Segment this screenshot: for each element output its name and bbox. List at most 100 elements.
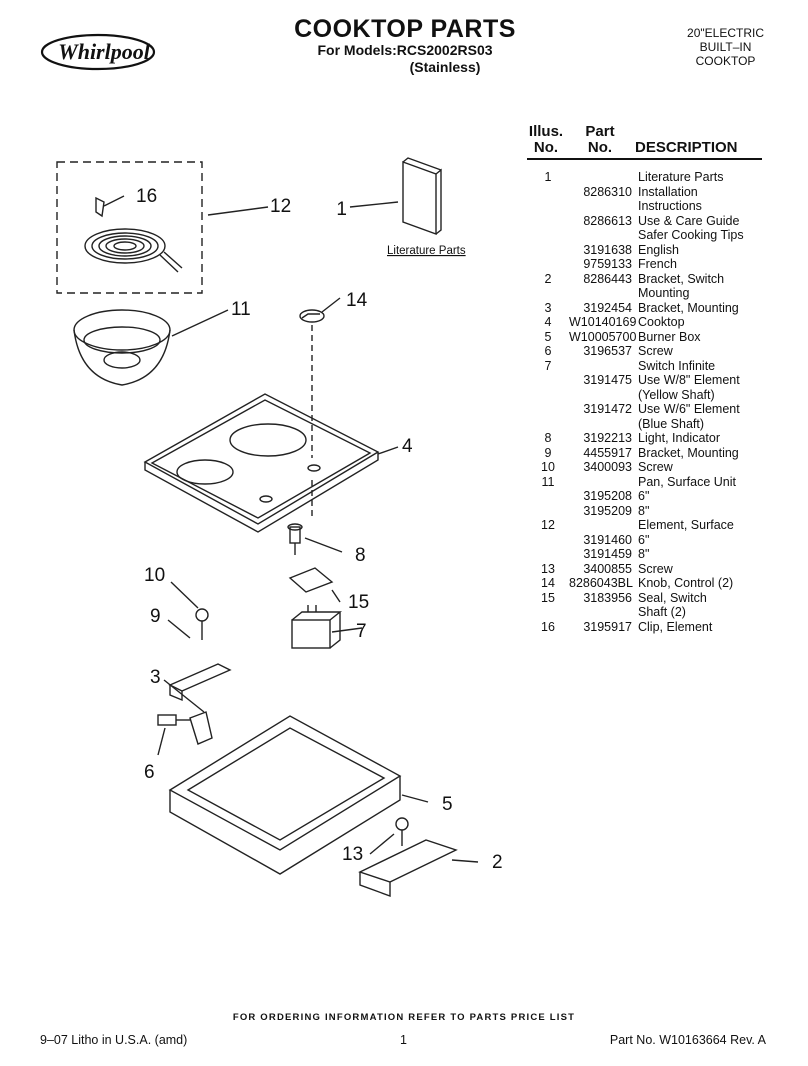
- part-number: 3191459: [583, 547, 632, 561]
- part-number: 3191475: [583, 373, 632, 387]
- part-number: 3196537: [583, 344, 632, 358]
- part-number: 3191472: [583, 402, 632, 416]
- part-description: Installation: [638, 184, 698, 199]
- whirlpool-logo: Whirlpool: [40, 33, 156, 71]
- part-description: 6": [638, 532, 650, 547]
- part-number: [569, 359, 638, 374]
- illus-number: [527, 373, 569, 388]
- illus-number: 6: [544, 344, 552, 358]
- part-number: 3195208: [583, 489, 632, 503]
- category-line: BUILT–IN: [699, 40, 752, 54]
- header-divider: [527, 158, 762, 160]
- bracket-3-illustration: [157, 711, 213, 745]
- surface-element-illustration: [84, 196, 183, 273]
- surface-unit-pan-illustration: [73, 309, 171, 386]
- illus-header-line2: No.: [533, 139, 559, 156]
- part-description: Screw: [638, 561, 673, 576]
- part-description: Use W/8" Element: [638, 373, 740, 387]
- parts-row: 3191472 Use W/6" Element: [527, 402, 772, 417]
- part-number: [569, 475, 638, 490]
- finish-label: (Stainless): [409, 59, 481, 75]
- literature-parts-label: Literature Parts: [387, 245, 466, 257]
- callout-7: 7: [356, 621, 367, 642]
- part-description: French: [638, 257, 677, 271]
- part-number: [569, 518, 638, 533]
- part-number: 8286443: [583, 271, 632, 286]
- part-description: 8": [638, 503, 650, 518]
- control-knob-illustration: [299, 309, 325, 323]
- illus-number: [527, 402, 569, 417]
- part-number: 8286613: [583, 213, 632, 228]
- illus-number: 4: [544, 315, 552, 329]
- part-number: W10005700: [569, 329, 637, 344]
- parts-row: 3195209 8": [527, 504, 772, 519]
- part-description: (Yellow Shaft): [638, 387, 715, 402]
- part-description: Cooktop: [638, 315, 685, 329]
- illus-number: 7: [544, 358, 552, 373]
- callout-8: 8: [355, 545, 366, 566]
- indicator-light-illustration: [287, 523, 303, 555]
- part-header-line1: Part: [585, 123, 615, 140]
- part-number: 3191638: [583, 242, 632, 257]
- switch-bracket-illustration: [358, 817, 458, 898]
- illus-number: [527, 257, 569, 272]
- part-description: Pan, Surface Unit: [638, 474, 736, 489]
- parts-row: Safer Cooking Tips: [527, 228, 772, 243]
- callout-4: 4: [402, 436, 413, 457]
- part-number: [569, 228, 638, 243]
- illus-number: 1: [544, 170, 552, 184]
- illus-number: [527, 388, 569, 403]
- part-description: Light, Indicator: [638, 431, 720, 445]
- part-description: 8": [638, 547, 650, 561]
- part-number: [569, 417, 638, 432]
- part-description: Use & Care Guide: [638, 213, 740, 228]
- category-line: 20"ELECTRIC: [687, 26, 764, 40]
- illus-header: Illus. No.: [528, 124, 564, 156]
- illus-number: 3: [544, 300, 552, 315]
- callout-14: 14: [346, 290, 368, 311]
- models-line: For Models:RCS2002RS03: [317, 42, 493, 58]
- exploded-parts-diagram: 16 12 1 11 14 4 8 10 15 9 7 3 6 5 13 2 L…: [56, 157, 503, 898]
- part-number: 3400093: [583, 460, 632, 474]
- illus-number: [527, 228, 569, 243]
- part-number: 3195209: [583, 503, 632, 518]
- part-number: 3183956: [583, 590, 632, 605]
- part-number: [569, 388, 638, 403]
- part-number: 4455917: [583, 445, 632, 460]
- part-number: 3191460: [583, 532, 632, 547]
- parts-row: (Blue Shaft): [527, 417, 772, 432]
- part-description: Use W/6" Element: [638, 402, 740, 416]
- illus-number: [527, 489, 569, 504]
- illus-number: 11: [541, 474, 555, 489]
- part-description: (Blue Shaft): [638, 416, 705, 431]
- illus-number: [527, 547, 569, 562]
- part-number: 8286310: [583, 184, 632, 199]
- callout-5: 5: [442, 794, 453, 815]
- part-description: Safer Cooking Tips: [638, 228, 744, 242]
- callout-13: 13: [342, 844, 363, 865]
- part-description: Screw: [638, 460, 673, 474]
- illus-number: 5: [544, 329, 552, 344]
- parts-row: (Yellow Shaft): [527, 388, 772, 403]
- callout-15: 15: [348, 592, 369, 613]
- part-description: Bracket, Mounting: [638, 300, 739, 315]
- callout-16: 16: [136, 186, 157, 207]
- parts-row: 8286310 Installation: [527, 185, 772, 200]
- illus-number: [527, 185, 569, 200]
- part-number: 3195917: [583, 619, 632, 634]
- literature-booklet-illustration: [402, 157, 442, 235]
- part-number: 3192213: [583, 431, 632, 445]
- illus-number: 2: [544, 271, 552, 286]
- part-description: Mounting: [638, 286, 690, 300]
- mounting-bracket-illustration: [168, 608, 232, 702]
- cooktop-illustration: [143, 393, 380, 533]
